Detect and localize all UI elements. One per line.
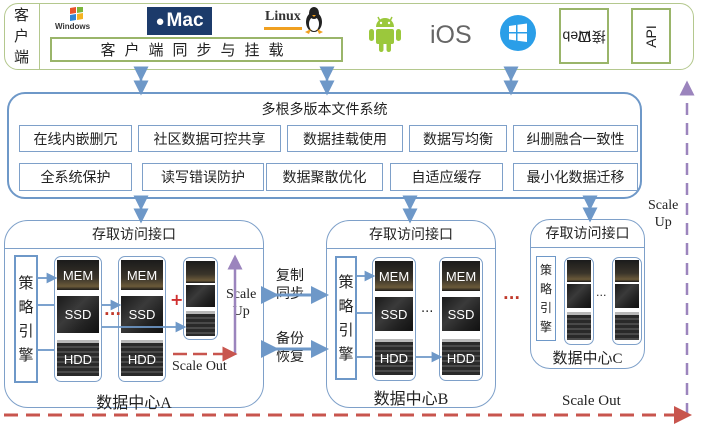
windows-modern-icon	[500, 15, 536, 51]
add-node-plus: +	[170, 290, 184, 309]
ssd-device: SSD	[57, 296, 99, 333]
web-interface-label-cn: 接口	[577, 28, 606, 45]
windows-logo: Windows	[52, 6, 96, 33]
scale-up-label-outer: Scale Up	[648, 197, 678, 231]
ios-logo: iOS	[430, 21, 472, 49]
feature-community-sharing: 社区数据可控共享	[138, 125, 281, 152]
hdd-device	[567, 312, 591, 340]
mem-device: MEM	[442, 261, 480, 291]
client-label-char: 户	[13, 27, 29, 45]
policy-char: 略	[338, 297, 354, 315]
windows-text: Windows	[55, 22, 91, 31]
datacenter-c-access-interface: 存取访问接口	[530, 219, 645, 248]
mem-device: MEM	[57, 260, 99, 290]
mac-text: Mac	[166, 10, 204, 31]
scale-up-text: Scale	[648, 198, 679, 213]
datacenter-b-access-interface: 存取访问接口	[326, 220, 496, 249]
client-label: 客 户 端	[4, 3, 40, 70]
policy-char: 引	[338, 321, 354, 339]
tux-penguin-icon	[305, 7, 323, 34]
hdd-device	[186, 311, 215, 336]
apple-icon: ●	[155, 12, 165, 30]
backup-restore-label: 备份 恢复	[276, 330, 304, 366]
replicate-text: 复制	[276, 268, 304, 284]
ssd-device: SSD	[442, 297, 480, 331]
mem-device	[186, 261, 215, 283]
hdd-device: HDD	[375, 339, 413, 375]
mem-device: MEM	[121, 260, 163, 290]
restore-text: 恢复	[276, 349, 304, 365]
policy-char: 策	[539, 262, 552, 277]
datacenter-a-label: 数据中心A	[96, 395, 172, 412]
windows-flag-icon	[70, 6, 83, 21]
backup-text: 备份	[276, 331, 304, 347]
hdd-device: HDD	[121, 340, 163, 376]
mac-logo: ● Mac	[147, 7, 212, 35]
hdd-device: HDD	[57, 340, 99, 376]
more-nodes-dots: ···	[596, 289, 607, 302]
feature-erasure-consistency: 纠删融合一致性	[513, 125, 638, 152]
ssd-device: SSD	[375, 297, 413, 331]
double-arrow-fs-dc	[133, 195, 598, 224]
linux-underline	[264, 27, 302, 30]
more-nodes-dots: ···	[421, 305, 434, 320]
scale-out-label-outer: Scale Out	[562, 393, 621, 409]
datacenter-b-label: 数据中心B	[373, 391, 449, 408]
feature-inline-dedup: 在线内嵌删冗	[19, 125, 132, 152]
api-box: API	[631, 8, 671, 64]
datacenter-a-access-interface: 存取访问接口	[4, 220, 264, 249]
policy-char: 擎	[18, 346, 34, 364]
api-label: API	[642, 24, 659, 48]
scale-up-text: Up	[232, 304, 250, 319]
mem-device: MEM	[375, 261, 413, 291]
double-arrow-client-fs	[133, 66, 519, 96]
ssd-device	[186, 285, 215, 307]
policy-char: 策	[18, 274, 34, 292]
scale-out-label-inner: Scale Out	[172, 359, 227, 374]
datacenter-b-policy-engine: 策 略 引 擎	[335, 256, 357, 380]
scale-up-text: Scale	[226, 287, 257, 302]
ssd-device	[615, 284, 639, 308]
client-layer	[4, 3, 694, 70]
policy-char: 引	[18, 322, 34, 340]
feature-write-balance: 数据写均衡	[409, 125, 507, 152]
feature-scatter-gather-optimization: 数据聚散优化	[266, 163, 383, 191]
policy-char: 略	[539, 281, 552, 296]
file-system-title: 多根多版本文件系统	[261, 102, 388, 118]
feature-adaptive-cache: 自适应缓存	[390, 163, 503, 191]
mem-device	[615, 260, 639, 282]
android-icon	[369, 16, 401, 52]
scale-up-text: Up	[654, 215, 672, 230]
datacenter-c-policy-engine: 策 略 引 擎	[536, 256, 556, 341]
ssd-device	[567, 284, 591, 308]
more-datacenters-dots: ···	[503, 289, 521, 307]
policy-char: 策	[338, 273, 354, 291]
policy-char: 引	[539, 300, 552, 315]
hdd-device: HDD	[442, 339, 480, 375]
policy-char: 擎	[338, 345, 354, 363]
policy-char: 略	[18, 298, 34, 316]
feature-data-mount: 数据挂载使用	[287, 125, 403, 152]
linux-logo: Linux	[264, 6, 326, 34]
datacenter-c-label: 数据中心C	[552, 351, 623, 367]
linux-text: Linux	[265, 9, 301, 24]
policy-char: 擎	[539, 319, 552, 334]
sync-text: 同步	[276, 286, 304, 302]
replicate-sync-label: 复制 同步	[276, 267, 304, 303]
feature-rw-error-protection: 读写错误防护	[142, 163, 264, 191]
mem-device	[567, 260, 591, 282]
datacenter-a-policy-engine: 策 略 引 擎	[14, 255, 38, 383]
client-label-char: 客	[13, 6, 29, 24]
ssd-device: SSD	[121, 296, 163, 333]
scale-up-label-inner: Scale Up	[226, 286, 256, 320]
client-label-char: 端	[13, 48, 29, 66]
client-sync-mount-bar: 客户端同步与挂载	[50, 37, 343, 62]
hdd-device	[615, 312, 639, 340]
feature-min-data-migration: 最小化数据迁移	[513, 163, 638, 191]
more-nodes-dots: ···	[104, 305, 122, 323]
feature-full-protection: 全系统保护	[19, 163, 132, 191]
web-interface-box: Web 接口	[559, 8, 609, 64]
